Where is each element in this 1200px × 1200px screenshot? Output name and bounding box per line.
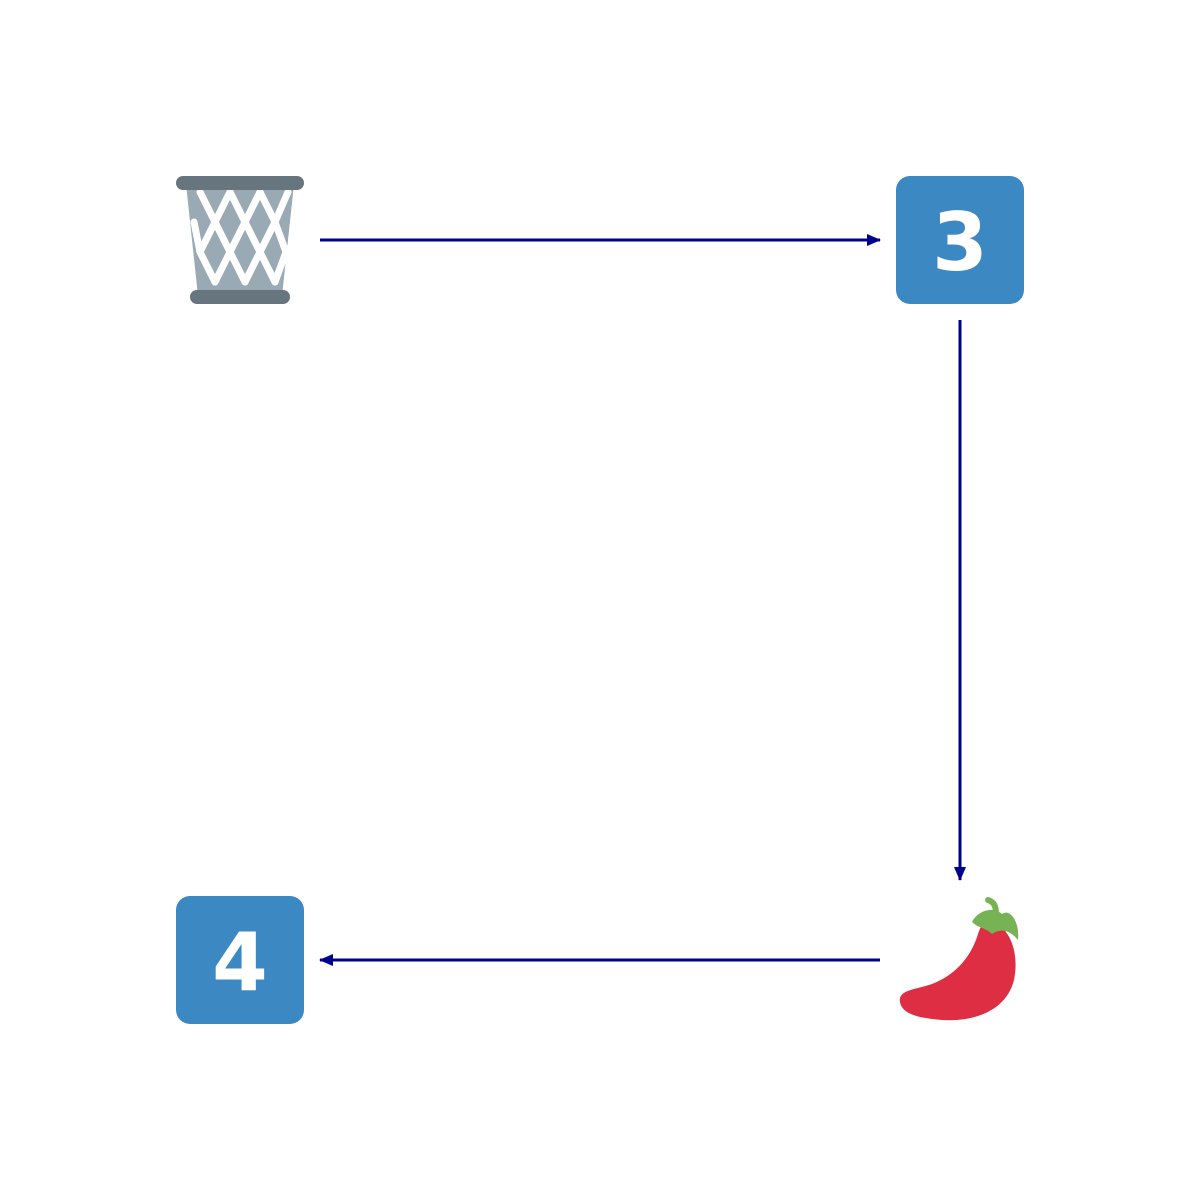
keycap-4-icon: 4 xyxy=(176,896,304,1024)
hot-pepper-icon xyxy=(899,897,1019,1021)
wastebasket-icon xyxy=(176,176,304,304)
keycap-3-label: 3 xyxy=(932,196,988,289)
keycap-4-label: 4 xyxy=(212,916,268,1009)
keycap-3-icon: 3 xyxy=(896,176,1024,304)
